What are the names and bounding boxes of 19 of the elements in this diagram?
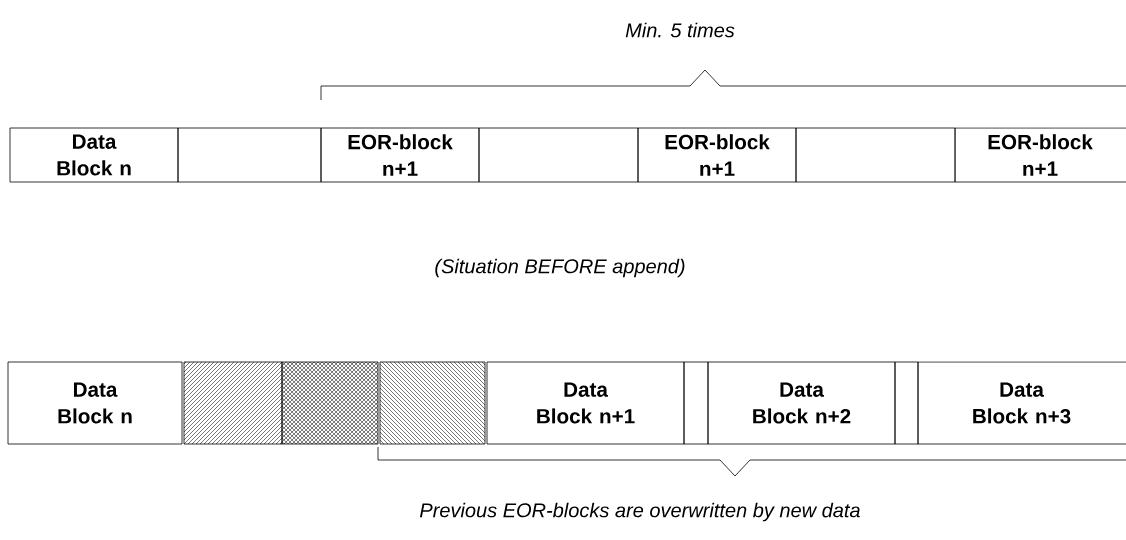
caption-text: (Situation BEFORE append) bbox=[435, 258, 685, 278]
empty-block bbox=[795, 127, 956, 183]
block-box: Data Block n+1 bbox=[486, 361, 685, 445]
block-box: EOR-block n+1 bbox=[954, 127, 1126, 183]
block-box: Data Block n+2 bbox=[707, 361, 896, 445]
block-box: EOR-block n+1 bbox=[637, 127, 797, 183]
hatched-block bbox=[281, 361, 379, 445]
empty-block bbox=[683, 361, 709, 445]
block-box: Data Block n bbox=[9, 127, 179, 183]
empty-block bbox=[478, 127, 639, 183]
block-box: Data Block n bbox=[7, 361, 183, 445]
caption-text: Min. 5 times bbox=[625, 22, 735, 38]
empty-block bbox=[177, 127, 322, 183]
block-box: Data Block n+3 bbox=[917, 361, 1126, 445]
hatched-block bbox=[183, 361, 283, 445]
caption-text: Previous EOR-blocks are overwritten by new data bbox=[419, 502, 860, 522]
empty-block bbox=[894, 361, 919, 445]
hatched-block bbox=[379, 361, 486, 445]
block-box: EOR-block n+1 bbox=[320, 127, 480, 183]
